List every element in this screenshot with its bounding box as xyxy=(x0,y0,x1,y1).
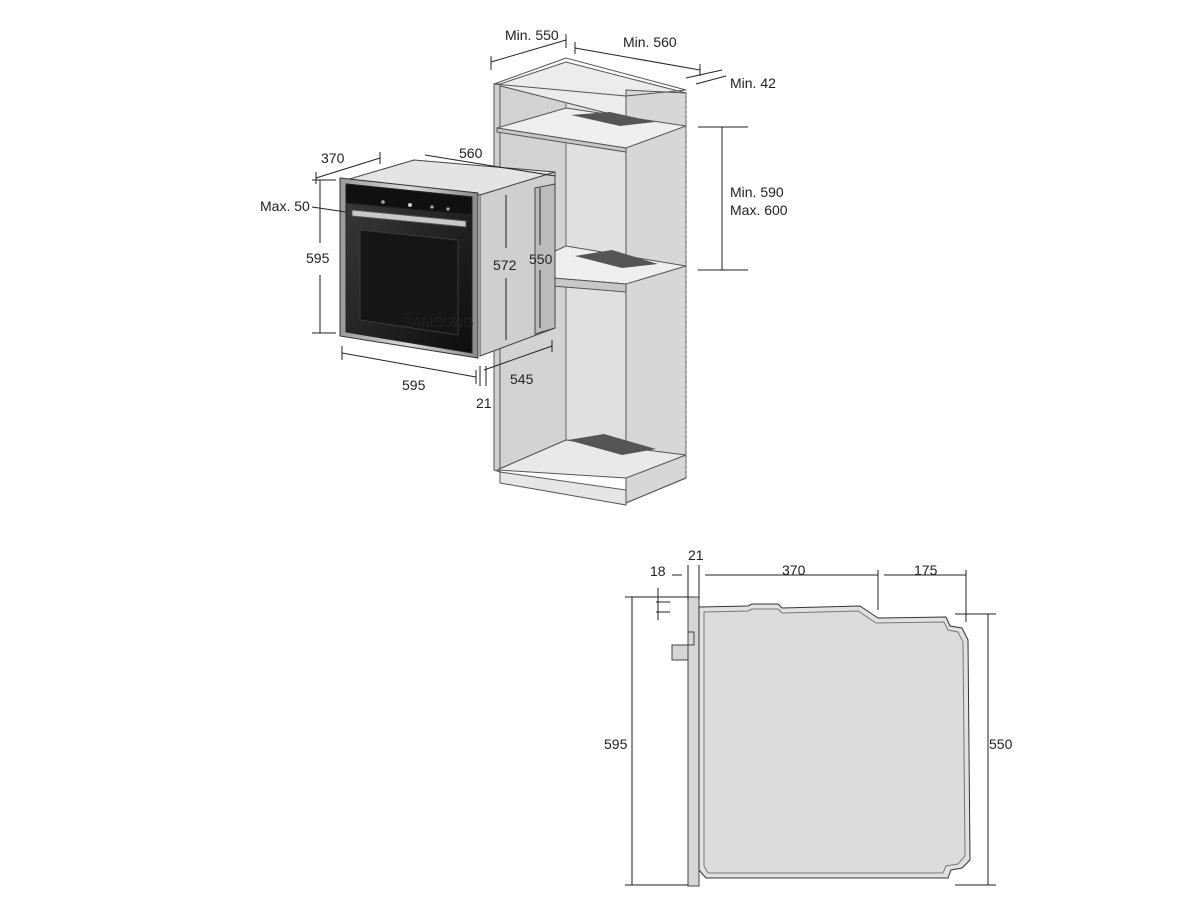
dim-rear-width-line xyxy=(483,345,553,371)
cabinet-height-label-min: Min. 590 xyxy=(730,184,784,200)
oven-depth-label: 370 xyxy=(321,150,345,166)
cabinet-outline xyxy=(493,57,687,504)
side-door-bracket xyxy=(671,644,689,661)
cabinet-shelf-top-front xyxy=(496,127,627,153)
dim-front-width-line xyxy=(341,352,477,378)
dim-cabinet-width-line xyxy=(574,47,701,71)
cabinet-dimensions: Min. 550 Min. 560 Min. 42 Min. 590 Max. … xyxy=(490,27,788,271)
dim-cabinet-side-line-2 xyxy=(695,75,727,85)
oven-window xyxy=(359,229,459,336)
cabinet-side-label: Min. 42 xyxy=(730,75,776,91)
side-panel-label: 18 xyxy=(650,563,666,579)
control-dot xyxy=(446,207,450,211)
cabinet-depth-label: Min. 550 xyxy=(505,27,559,43)
side-door-knob xyxy=(687,631,695,646)
dim-cabinet-side-line xyxy=(685,69,723,79)
side-rear-height-label: 550 xyxy=(989,736,1013,752)
side-view-dimensions: 21 370 175 18 595 550 xyxy=(604,547,1013,886)
oven-rear-width-label: 545 xyxy=(510,371,534,387)
oven-door-handle xyxy=(351,209,467,228)
side-door-label: 21 xyxy=(688,547,704,563)
oven-rear-height-label: 550 xyxy=(529,251,553,267)
dim-top-offset-leader xyxy=(311,206,347,213)
oven-front-width-label: 595 xyxy=(402,377,426,393)
side-door xyxy=(687,596,700,887)
oven-dimensions: 370 560 Max. 50 595 572 550 595 545 21 xyxy=(260,145,556,411)
dim-oven-width-top-line xyxy=(424,154,556,177)
cabinet-top-front-edge xyxy=(493,83,627,97)
cabinet-plinth xyxy=(499,471,627,506)
brand-mark: SAMSUNG xyxy=(403,314,474,330)
oven-side-view xyxy=(671,596,971,887)
side-front-height-label: 595 xyxy=(604,736,628,752)
oven-control-panel xyxy=(345,183,473,216)
vent-slot-bottom xyxy=(568,434,656,455)
cabinet-width-label: Min. 560 xyxy=(623,34,677,50)
dim-oven-depth-line xyxy=(315,157,381,179)
side-body-depth-label: 370 xyxy=(782,562,806,578)
display-icon xyxy=(408,203,412,207)
oven-inner-height-label: 572 xyxy=(493,257,517,273)
cabinet-right-side xyxy=(625,89,687,504)
oven-width-top-label: 560 xyxy=(459,145,483,161)
vent-slot-middle xyxy=(575,250,658,268)
oven-door-thickness-label: 21 xyxy=(476,395,492,411)
cabinet-height-label-max: Max. 600 xyxy=(730,202,788,218)
control-dot xyxy=(430,205,434,209)
vent-slot-top xyxy=(571,112,655,126)
oven-top-offset-label: Max. 50 xyxy=(260,198,310,214)
side-body-inner xyxy=(703,608,966,874)
oven-height-label: 595 xyxy=(306,250,330,266)
side-rear-depth-label: 175 xyxy=(914,562,938,578)
oven: SAMSUNG xyxy=(339,159,556,359)
dim-cabinet-depth-line xyxy=(490,39,567,63)
control-dot xyxy=(381,200,385,204)
